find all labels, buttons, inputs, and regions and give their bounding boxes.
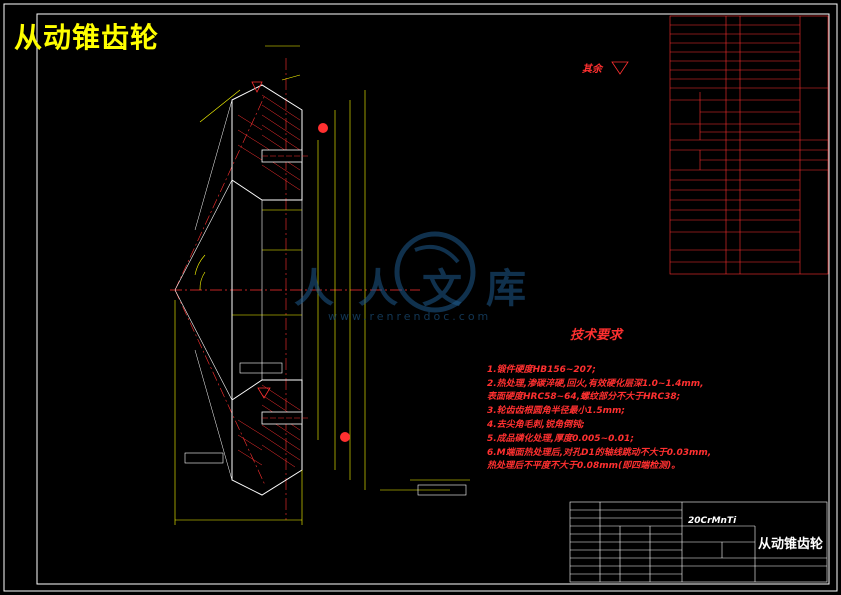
requirement-line: 2.热处理,渗碳淬硬,回火,有效硬化层深1.0~1.4mm, bbox=[487, 379, 704, 389]
requirement-line: 4.去尖角毛刺,锐角倒钝; bbox=[487, 420, 585, 430]
watermark-text: 人人文库 bbox=[294, 266, 550, 312]
part-name-label: 从动锥齿轮 bbox=[758, 537, 824, 552]
other-roughness-label: 其余 bbox=[582, 64, 602, 75]
parameter-table bbox=[669, 15, 829, 275]
watermark-url: www.renrendoc.com bbox=[328, 310, 492, 323]
title-block bbox=[569, 501, 828, 583]
outer-frame bbox=[3, 3, 838, 592]
requirement-line: 5.成品磷化处理,厚度0.005~0.01; bbox=[487, 434, 634, 444]
requirement-line: 3.轮齿齿根圆角半径最小1.5mm; bbox=[487, 406, 625, 416]
requirement-line: 1.锻件硬度HB156~207; bbox=[487, 365, 596, 375]
drawing-title: 从动锥齿轮 bbox=[14, 21, 160, 54]
gear-drawing bbox=[170, 58, 420, 520]
requirement-line: 6.M端面热处理后,对孔D1的轴线跳动不大于0.03mm, bbox=[487, 448, 712, 458]
requirement-line: 热处理后不平度不大于0.08mm(即四端检测)。 bbox=[487, 461, 681, 471]
tech-requirements-title: 技术要求 bbox=[570, 328, 623, 343]
geometric-tolerance-markers bbox=[184, 61, 629, 496]
material-label: 20CrMnTi bbox=[688, 516, 737, 526]
watermark-logo bbox=[394, 231, 476, 313]
inner-frame bbox=[36, 13, 830, 585]
requirement-line: 表面硬度HRC58~64,螺纹部分不大于HRC38; bbox=[487, 392, 681, 402]
dimension-lines bbox=[174, 45, 470, 525]
